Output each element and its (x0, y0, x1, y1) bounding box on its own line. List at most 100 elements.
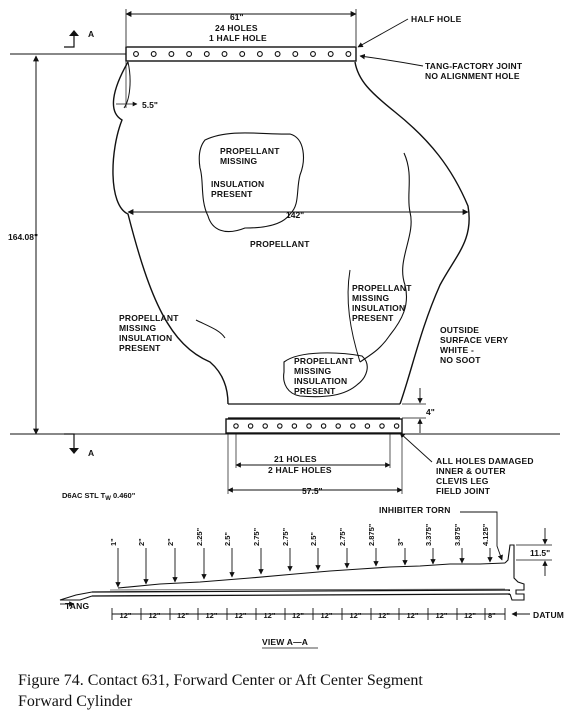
view-depth-markers: 1"2"2"2.25"2.5"2.75"2.75"2.5"2.75"2.875"… (109, 523, 493, 588)
bottom-holes-label: 21 HOLES (274, 454, 317, 464)
flange-hole (350, 423, 356, 429)
depth-label: 2.5" (309, 532, 318, 546)
depth-label: 1" (109, 538, 118, 546)
depth-label: 2.875" (367, 523, 376, 546)
region-1-line-2: MISSING (220, 156, 257, 166)
spacing-label: 12" (206, 611, 218, 620)
all-holes-line-3: CLEVIS LEG (436, 476, 489, 486)
region-1-below: PROPELLANT (250, 239, 310, 249)
region-3-line-4: PRESENT (119, 343, 161, 353)
top-holes-label: 24 HOLES (215, 23, 258, 33)
segment-outline (112, 61, 470, 405)
section-mark-bottom (64, 433, 75, 448)
region-3-line-3: INSULATION (119, 333, 172, 343)
outline-inner-curve (123, 61, 131, 109)
region-2-line-1: PROPELLANT (352, 283, 412, 293)
flange-hole (203, 51, 210, 57)
region-4-line-4: PRESENT (294, 386, 336, 396)
tang-joint-leader (359, 53, 424, 67)
region-4-line-1: PROPELLANT (294, 356, 354, 366)
region-4-line-2: MISSING (294, 366, 331, 376)
inhibiter-leader (460, 511, 503, 561)
flange-hole (310, 51, 316, 57)
region-2-boundary (359, 152, 412, 363)
case-wall-top (91, 589, 511, 593)
height-label: 164.08" (8, 232, 38, 242)
region-2-boundary-b (347, 269, 361, 363)
region-1-line-1: PROPELLANT (220, 146, 280, 156)
spacing-label: 12" (177, 611, 189, 620)
region-2-line-2: MISSING (352, 293, 389, 303)
inhibiter-label: INHIBITER TORN (379, 505, 451, 515)
material-note: D6AC STL TW 0.460" (62, 491, 136, 502)
flange-hole (150, 51, 157, 57)
spacing-label: 12" (350, 611, 362, 620)
depth-label: 2" (166, 538, 175, 546)
spacing-label: 12" (120, 611, 132, 620)
region-4-boundary (283, 352, 368, 398)
flange-hole (292, 51, 299, 57)
region-2-line-4: PRESENT (352, 313, 394, 323)
flange-hole (256, 51, 263, 57)
depth-label: 2.75" (281, 527, 290, 546)
depth-label: 2.75" (338, 527, 347, 546)
spacing-label: 12" (235, 611, 247, 620)
region-3-line-2: MISSING (119, 323, 156, 333)
flange-hole (277, 423, 283, 429)
spacing-label: 12" (464, 611, 476, 620)
spacing-label: 12" (264, 611, 276, 620)
flange-hole (320, 423, 327, 429)
flange-hole (262, 423, 268, 429)
flange-hole (233, 423, 239, 429)
flange-hole (291, 423, 298, 429)
depth-label: 4.125" (481, 523, 490, 546)
flange-hole (221, 51, 228, 57)
region-1-boundary (198, 132, 304, 233)
region-1-line-3: INSULATION (211, 179, 264, 189)
clevis-end (504, 544, 525, 601)
offset-label: 5.5" (142, 100, 158, 110)
flange-hole (168, 51, 175, 57)
tang-joint-label-1: TANG-FACTORY JOINT (425, 61, 523, 71)
flange-hole (186, 51, 193, 57)
top-flange-holes (133, 51, 352, 57)
half-hole-leader (357, 18, 409, 48)
depth-label: 2" (137, 538, 146, 546)
depth-label: 2.5" (223, 532, 232, 546)
all-holes-line-1: ALL HOLES DAMAGED (436, 456, 534, 466)
flange-hole (393, 423, 400, 429)
flange-hole (239, 51, 246, 57)
bottom-half-holes-label: 2 HALF HOLES (268, 465, 332, 475)
case-wall-bottom (91, 593, 511, 597)
tang-joint-label-2: NO ALIGNMENT HOLE (425, 71, 520, 81)
spacing-chain: 12"12"12"12"12"12"12"12"12"12"12"12"12"8… (111, 608, 506, 620)
section-a-top: A (88, 29, 94, 39)
outside-line-4: NO SOOT (440, 355, 481, 365)
spacing-label: 12" (321, 611, 333, 620)
depth-label: 2.75" (252, 527, 261, 546)
flange-hole (274, 51, 281, 57)
flange-hole (345, 51, 352, 57)
top-width-label: 61" (230, 12, 244, 22)
case-wall-inner (109, 588, 506, 591)
flange-hole (364, 423, 371, 429)
section-mark-top (64, 36, 75, 48)
region-2-line-3: INSULATION (352, 303, 405, 313)
flange-hole (306, 423, 312, 429)
spacing-label: 12" (407, 611, 419, 620)
region-3-line-1: PROPELLANT (119, 313, 179, 323)
band-label: 4" (426, 407, 435, 417)
depth-label: 3" (396, 538, 405, 546)
flange-hole (247, 423, 254, 429)
all-holes-line-2: INNER & OUTER (436, 466, 506, 476)
all-holes-leader (399, 432, 433, 463)
view-title: VIEW A—A (262, 637, 308, 647)
spacing-label: 12" (292, 611, 304, 620)
depth-label: 3.375" (424, 523, 433, 546)
right-dim-label: 11.5" (530, 548, 550, 558)
bottom-width-label: 57.5" (302, 486, 323, 496)
flange-hole (379, 423, 385, 429)
outside-line-3: WHITE - (440, 345, 474, 355)
bottom-flange (225, 418, 403, 434)
